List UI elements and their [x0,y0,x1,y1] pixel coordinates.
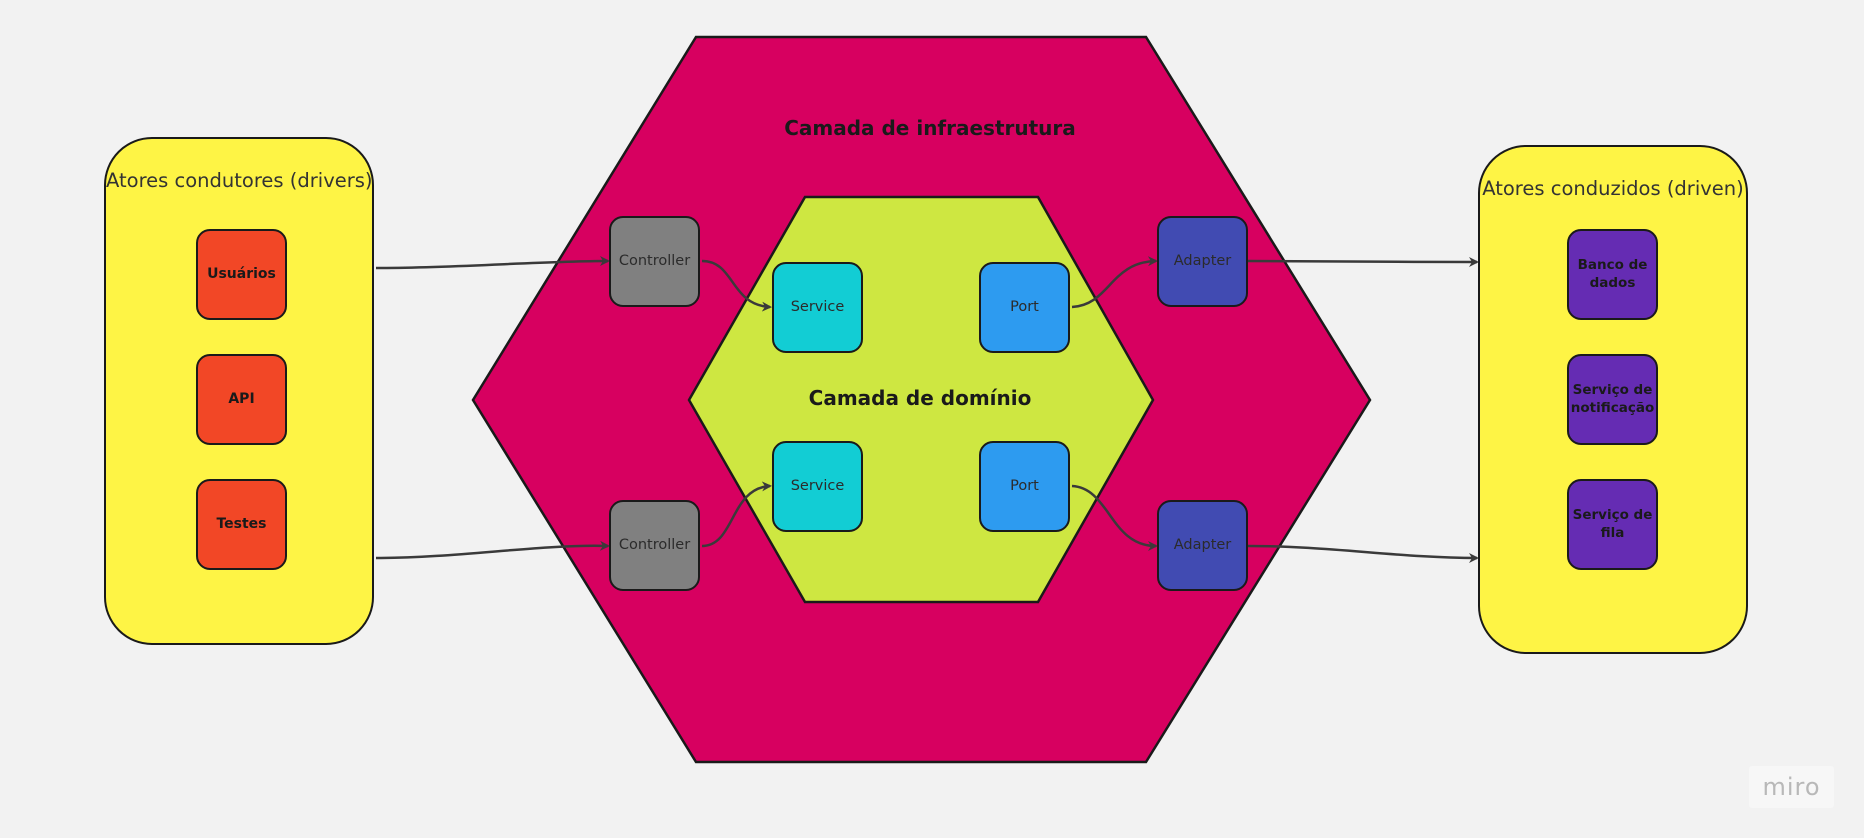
driven-actor-queue-service[interactable]: Serviço de fila [1567,479,1658,570]
driver-actor-api[interactable]: API [196,354,287,445]
port-bottom[interactable]: Port [979,441,1070,532]
port-top[interactable]: Port [979,262,1070,353]
arrow-controller-to-service-top [701,259,772,312]
arrow-drivers-to-controller-top [375,256,610,270]
domain-layer-title: Camada de domínio [808,386,1032,410]
driven-group-title: Atores conduzidos (driven) [1482,177,1744,200]
driver-actor-users[interactable]: Usuários [196,229,287,320]
arrow-drivers-to-controller-bottom [375,540,610,560]
driver-actor-tests[interactable]: Testes [196,479,287,570]
arrow-adapter-to-driven-bottom [1247,544,1479,563]
controller-top[interactable]: Controller [609,216,700,307]
driven-actor-database[interactable]: Banco de dados [1567,229,1658,320]
driven-actor-notification-service[interactable]: Serviço de notificação [1567,354,1658,445]
service-top[interactable]: Service [772,262,863,353]
arrow-adapter-to-driven-top [1247,256,1479,267]
arrow-controller-to-service-bottom [701,481,772,548]
arrow-port-to-adapter-top [1071,256,1158,309]
adapter-bottom[interactable]: Adapter [1157,500,1248,591]
controller-bottom[interactable]: Controller [609,500,700,591]
arrow-port-to-adapter-bottom [1071,484,1158,551]
drivers-group-title: Atores condutores (drivers) [106,169,373,192]
infrastructure-layer-title: Camada de infraestrutura [784,116,1076,140]
adapter-top[interactable]: Adapter [1157,216,1248,307]
service-bottom[interactable]: Service [772,441,863,532]
miro-watermark-logo: miro [1749,766,1834,808]
